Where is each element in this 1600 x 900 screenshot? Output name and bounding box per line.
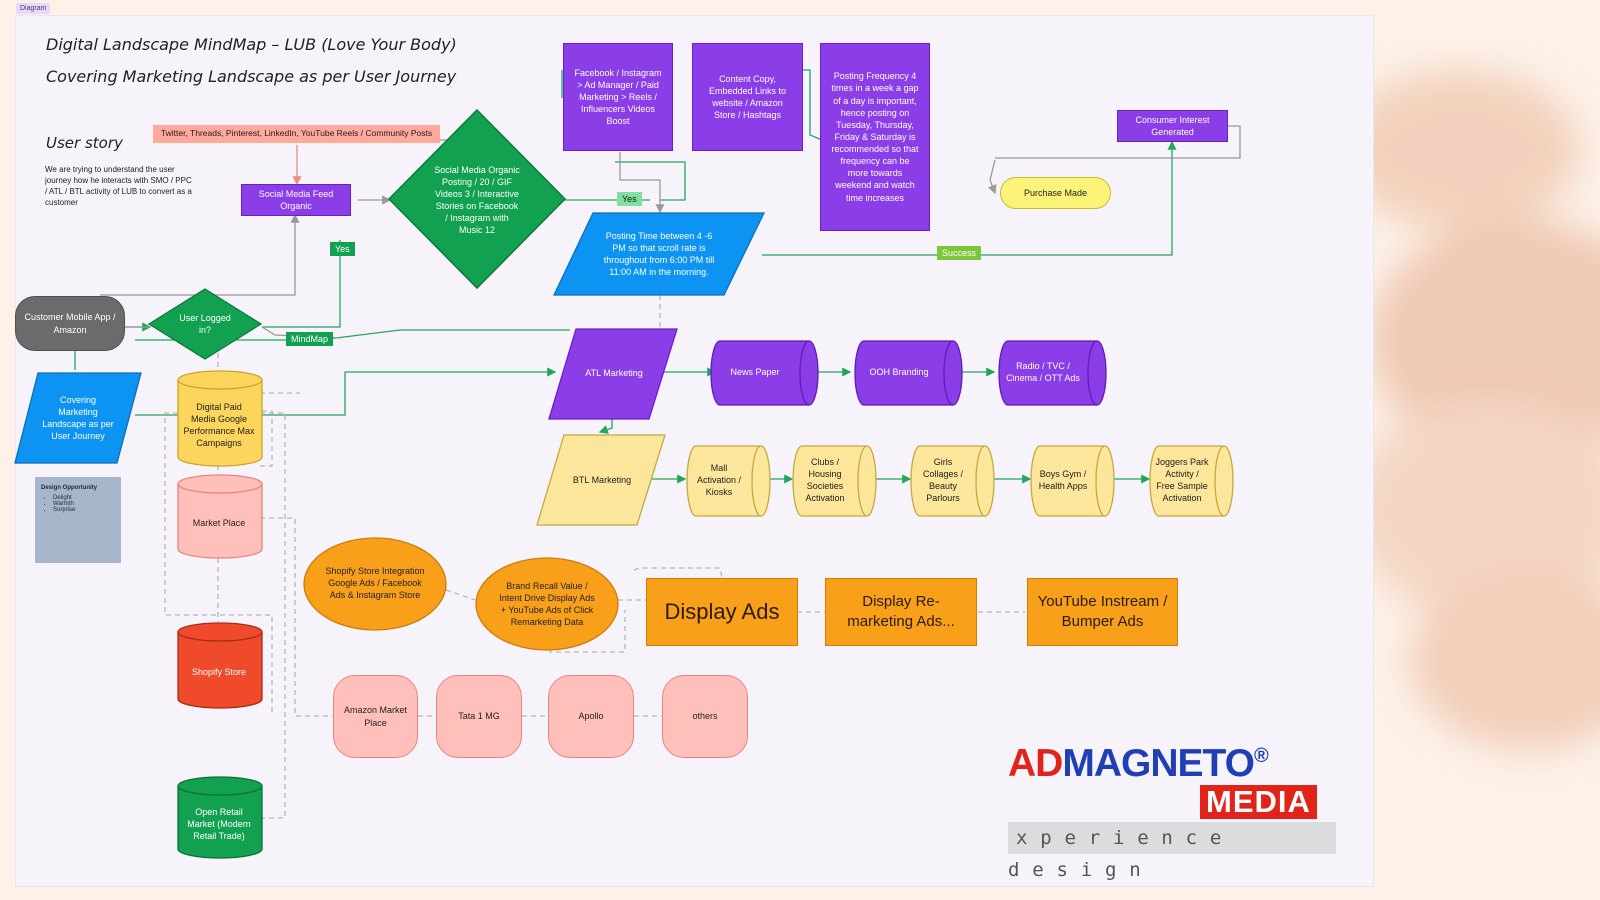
fb-ads-node[interactable]: Facebook / Instagram > Ad Manager / Paid… — [563, 43, 673, 151]
clubs-cylinder-text: Clubs / Housing Societies Activation — [805, 456, 845, 504]
gym-cylinder[interactable] — [1030, 445, 1116, 517]
user-story-heading: User story — [46, 134, 123, 152]
mall-cylinder-text: Mall Activation / Kiosks — [696, 462, 742, 498]
atl-shape[interactable] — [548, 328, 678, 420]
note-item: Warmth — [53, 501, 115, 507]
shopify-integration-text: Shopify Store Integration Google Ads / F… — [325, 565, 425, 601]
social-media-feed-node[interactable]: Social Media Feed Organic — [241, 184, 351, 216]
tata-node[interactable]: Tata 1 MG — [436, 675, 522, 758]
mindmap-label: MindMap — [286, 332, 334, 346]
shopify-integration-ellipse[interactable] — [302, 536, 448, 632]
note-list: Delight Warmth Surprise — [53, 495, 115, 513]
social-organic-diamond[interactable] — [387, 108, 567, 290]
youtube-ads-node[interactable]: YouTube Instream / Bumper Ads — [1027, 578, 1178, 646]
diagram-tag: Diagram — [16, 3, 51, 14]
consumer-interest-node[interactable]: Consumer Interest Generated — [1117, 110, 1228, 142]
mall-cylinder[interactable] — [686, 445, 772, 517]
watercolor-splash — [1340, 70, 1600, 750]
joggers-cylinder-text: Joggers Park Activity / Free Sample Acti… — [1155, 456, 1209, 504]
note-item: Delight — [53, 495, 115, 501]
admagneto-logo: ADMAGNETO® MEDIA xperience design — [1008, 744, 1368, 881]
logged-in-diamond[interactable] — [148, 288, 262, 360]
logo-magneto: MAGNETO — [1062, 742, 1255, 785]
clubs-cylinder[interactable] — [792, 445, 878, 517]
brand-recall-ellipse[interactable] — [474, 556, 620, 652]
atl-text: ATL Marketing — [585, 367, 643, 378]
success-label: Success — [937, 246, 982, 260]
amazon-node[interactable]: Amazon Market Place — [333, 675, 418, 758]
display-ads-node[interactable]: Display Ads — [646, 578, 798, 646]
design-opportunity-note[interactable]: Design Opportunity Delight Warmth Surpri… — [35, 477, 121, 563]
display-remarketing-node[interactable]: Display Re-marketing Ads... — [825, 578, 977, 646]
social-organic-text: Social Media Organic Posting / 20 / GIF … — [434, 164, 520, 236]
purchase-made-node[interactable]: Purchase Made — [1000, 177, 1111, 209]
posting-time-text: Posting Time between 4 -6 PM so that scr… — [603, 230, 715, 278]
radio-cylinder-text: Radio / TVC / Cinema / OTT Ads — [1006, 360, 1080, 383]
covering-landscape-text: Covering Marketing Landscape as per User… — [42, 394, 114, 442]
yes-label-2: Yes — [330, 242, 355, 256]
social-channels-note[interactable]: Twitter, Threads, Pinterest, LinkedIn, Y… — [153, 125, 440, 143]
title-line-1: Digital Landscape MindMap – LUB (Love Yo… — [46, 35, 457, 54]
logo-media: MEDIA — [1200, 785, 1317, 819]
mobile-app-node[interactable]: Customer Mobile App / Amazon — [15, 296, 125, 351]
title-line-2: Covering Marketing Landscape as per User… — [46, 67, 457, 86]
apollo-node[interactable]: Apollo — [548, 675, 634, 758]
newspaper-cylinder-text: News Paper — [730, 366, 780, 377]
digital-paid-media-cylinder[interactable] — [177, 370, 263, 468]
newspaper-cylinder[interactable] — [710, 340, 820, 406]
shopify-store-cylinder[interactable] — [177, 622, 263, 710]
logo-wordmark: ADMAGNETO® — [1008, 744, 1368, 783]
content-copy-node[interactable]: Content Copy, Embedded Links to website … — [692, 43, 803, 151]
market-place-cylinder-text: Market Place — [192, 517, 246, 528]
covering-landscape-shape[interactable] — [14, 372, 142, 464]
yes-label-1: Yes — [617, 192, 642, 206]
note-item: Surprise — [53, 507, 115, 513]
logo-tagline: xperience design — [1008, 822, 1336, 881]
market-place-cylinder[interactable] — [177, 474, 263, 560]
btl-shape[interactable] — [536, 434, 666, 526]
shopify-store-cylinder-text: Shopify Store — [191, 666, 247, 677]
girls-cylinder[interactable] — [910, 445, 996, 517]
ooh-cylinder-text: OOH Branding — [869, 366, 929, 377]
btl-text: BTL Marketing — [572, 474, 632, 485]
radio-cylinder[interactable] — [998, 340, 1108, 406]
logged-in-text: User Logged in? — [179, 312, 231, 335]
ooh-cylinder[interactable] — [854, 340, 964, 406]
note-title: Design Opportunity — [41, 485, 97, 491]
others-node[interactable]: others — [662, 675, 748, 758]
digital-paid-media-cylinder-text: Digital Paid Media Google Performance Ma… — [183, 401, 255, 449]
logo-ad: AD — [1008, 742, 1063, 785]
posting-frequency-node[interactable]: Posting Frequency 4 times in a week a ga… — [820, 43, 930, 231]
gym-cylinder-text: Boys Gym / Health Apps — [1038, 468, 1088, 491]
joggers-cylinder[interactable] — [1149, 445, 1235, 517]
brand-recall-text: Brand Recall Value / Intent Drive Displa… — [499, 580, 595, 628]
posting-time-shape[interactable] — [553, 212, 765, 296]
logo-registered: ® — [1253, 745, 1269, 767]
user-story-text: We are trying to understand the user jou… — [45, 165, 192, 208]
open-retail-cylinder[interactable] — [177, 776, 263, 860]
girls-cylinder-text: Girls Collages / Beauty Parlours — [922, 456, 964, 504]
open-retail-cylinder-text: Open Retail Market (Modern Retail Trade) — [187, 806, 251, 842]
